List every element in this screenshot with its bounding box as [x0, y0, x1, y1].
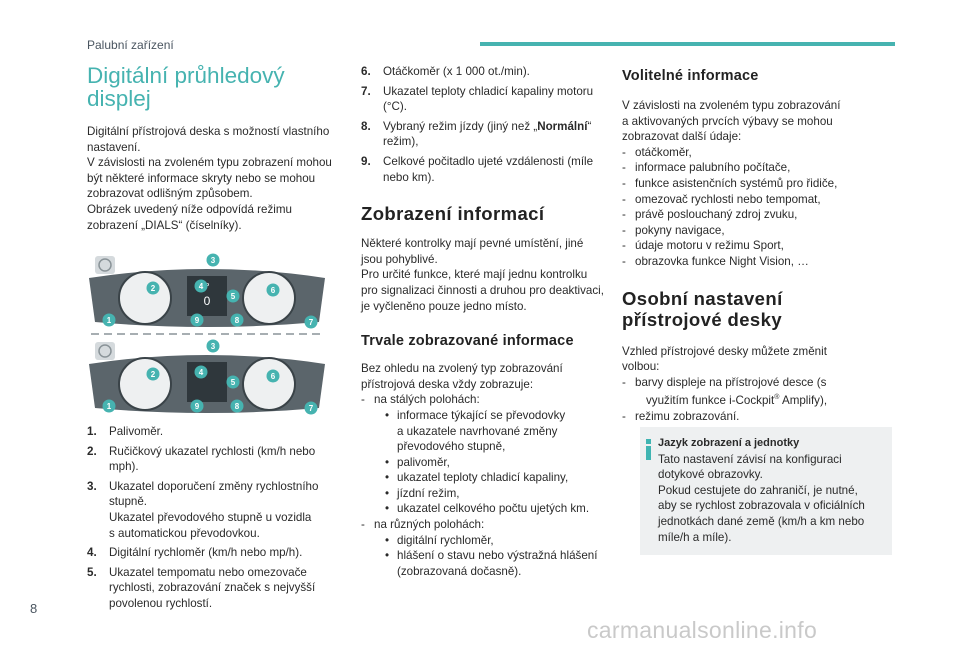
cluster-top: P 0	[89, 256, 325, 327]
callout-marker	[230, 399, 244, 413]
list-item: hlášení o stavu nebo výstražná hlášení(z…	[361, 548, 631, 579]
callout-number: 3	[211, 342, 216, 351]
subsection-title-permanent: Trvale zobrazované informace	[361, 333, 574, 350]
legend-item: 6.Otáčkoměr (x 1 000 ot./min).	[361, 65, 530, 78]
callout-number: 3	[211, 256, 216, 265]
callout-number: 1	[107, 316, 112, 325]
callout-marker	[102, 313, 116, 327]
section-title-display: Zobrazení informací	[361, 203, 545, 225]
instrument-cluster-figure: P 0 1 2 3 4 5 6 7 8 9 1 2 3 4 5 6 7 8 9	[89, 253, 325, 415]
steering-wheel-icon	[98, 344, 112, 358]
callout-marker	[266, 369, 280, 383]
callout-number: 9	[195, 316, 200, 325]
speed-dial	[118, 271, 172, 325]
callout-number: 4	[199, 368, 204, 377]
callout-marker	[226, 375, 240, 389]
callout-marker	[206, 253, 220, 267]
callout-marker	[304, 315, 318, 329]
list-item: funkce asistenčních systémů pro řidiče,	[622, 176, 892, 192]
callout-number: 1	[107, 402, 112, 411]
legend-item: 4.Digitální rychloměr (km/h nebo mp/h).	[87, 546, 303, 560]
list-item: obrazovka funkce Night Vision, …	[622, 254, 892, 270]
optional-info-title: Volitelné informace	[622, 68, 759, 84]
digital-speed: 0	[204, 294, 211, 308]
section-text-display: Některé kontrolky mají pevné umístění, j…	[361, 237, 604, 313]
legend-item: 3.Ukazatel doporučení změny rychlostního…	[87, 479, 319, 540]
callout-marker	[102, 399, 116, 413]
info-icon	[646, 439, 651, 460]
legend-item: 1.Palivoměr.	[87, 425, 164, 438]
list-item: palivoměr,	[361, 455, 631, 471]
list-item: pokyny navigace,	[622, 223, 892, 239]
callout-number: 7	[309, 318, 314, 327]
legend-item: 7.Ukazatel teploty chladicí kapaliny mot…	[361, 84, 594, 114]
callout-number: 8	[235, 316, 240, 325]
callout-marker	[194, 279, 208, 293]
callout-marker	[266, 283, 280, 297]
list-item: právě poslouchaný zdroj zvuku,	[622, 207, 892, 223]
callout-marker	[304, 401, 318, 415]
callout-number: 6	[271, 286, 276, 295]
callout-number: 2	[151, 370, 156, 379]
running-header: Palubní zařízení	[87, 38, 174, 52]
callout-number: 9	[195, 402, 200, 411]
callout-marker	[230, 313, 244, 327]
callout-marker	[190, 399, 204, 413]
callout-number: 7	[309, 404, 314, 413]
column-middle: 6.Otáčkoměr (x 1 000 ot./min). 7.Ukazate…	[361, 64, 631, 579]
list-item: na stálých polohách:	[361, 392, 631, 408]
legend-item: 2.Ručičkový ukazatel rychlosti (km/h neb…	[87, 444, 316, 474]
callout-number: 4	[199, 282, 204, 291]
intro-text: Digitální přístrojová deska s možností v…	[87, 125, 332, 232]
callout-number: 6	[271, 372, 276, 381]
callout-number: 8	[235, 402, 240, 411]
callout-marker	[194, 365, 208, 379]
page-number: 8	[30, 601, 38, 616]
callout-marker	[190, 313, 204, 327]
info-box: Jazyk zobrazení a jednotky Tato nastaven…	[640, 427, 892, 555]
list-item: barvy displeje na přístrojové desce (svy…	[622, 375, 892, 409]
list-item: omezovač rychlosti nebo tempomat,	[622, 192, 892, 208]
list-item: informace palubního počítače,	[622, 160, 892, 176]
column-right: Volitelné informace V závislosti na zvol…	[622, 64, 892, 424]
cluster-bottom	[89, 342, 325, 413]
list-item: údaje motoru v režimu Sport,	[622, 238, 892, 254]
callout-marker	[146, 281, 160, 295]
list-item: jízdní režim,	[361, 486, 631, 502]
list-item: režimu zobrazování.	[622, 409, 892, 425]
legend-list-1: 1.Palivoměr. 2.Ručičkový ukazatel rychlo…	[87, 424, 352, 616]
callout-marker	[146, 367, 160, 381]
callout-number: 5	[231, 292, 236, 301]
legend-item: 8.Vybraný režim jízdy (jiný než „Normáln…	[361, 119, 592, 149]
list-item: ukazatel teploty chladicí kapaliny,	[361, 470, 631, 486]
watermark: carmanualsonline.info	[587, 617, 818, 643]
callout-number: 2	[151, 284, 156, 293]
header-accent-bar	[480, 42, 895, 46]
figure-callouts: 1 2 3 4 5 6 7 8 9 1 2 3 4 5 6 7 8 9	[102, 253, 318, 415]
callout-number: 5	[231, 378, 236, 387]
optional-info: V závislosti na zvoleném typu zobrazován…	[622, 98, 892, 270]
callout-marker	[206, 339, 220, 353]
list-item: digitální rychloměr,	[361, 533, 631, 549]
legend-item: 9.Celkové počitadlo ujeté vzdálenosti (m…	[361, 154, 594, 184]
steering-wheel-icon	[98, 258, 112, 272]
callout-marker	[226, 289, 240, 303]
rev-dial	[242, 271, 296, 325]
list-item: na různých polohách:	[361, 517, 631, 533]
info-title: Jazyk zobrazení a jednotky	[658, 437, 800, 449]
list-item: otáčkoměr,	[622, 145, 892, 161]
list-item: ukazatel celkového počtu ujetých km.	[361, 501, 631, 517]
